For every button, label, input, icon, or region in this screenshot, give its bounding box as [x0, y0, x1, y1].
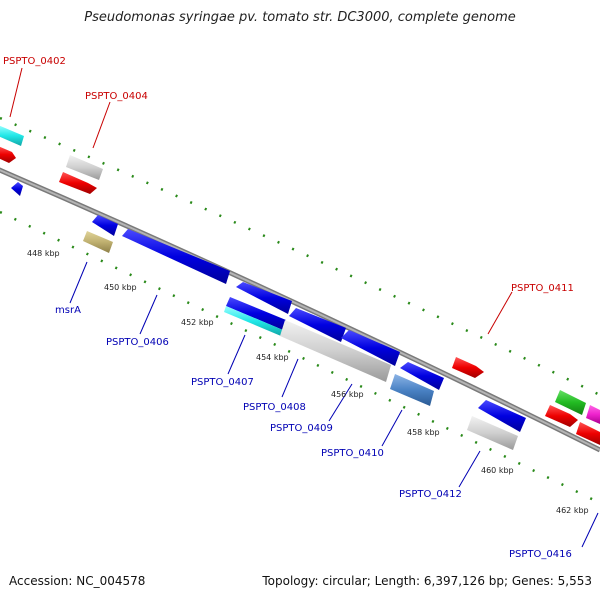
forward-genes: [0, 125, 600, 445]
gene-arrow-red[interactable]: [452, 357, 484, 378]
gene-arrow-grey[interactable]: [467, 416, 518, 450]
reverse-genes: [11, 182, 526, 450]
topology-text: Topology: circular; Length: 6,397,126 bp…: [262, 574, 592, 588]
forward-tick-ring: [0, 116, 600, 397]
gene-arrow-red[interactable]: [576, 422, 600, 445]
scale-label: 448 kbp: [27, 249, 60, 258]
label-leaders: [9, 67, 599, 548]
gene-arrow-red[interactable]: [545, 405, 578, 427]
map-title: Pseudomonas syringae pv. tomato str. DC3…: [84, 10, 516, 25]
gene-label[interactable]: PSPTO_0404: [85, 91, 148, 102]
gene-arrow-blue[interactable]: [92, 215, 118, 236]
gene-arrow-cyan[interactable]: [0, 125, 24, 146]
gene-label[interactable]: PSPTO_0412: [399, 489, 462, 500]
gene-arrow-blue[interactable]: [122, 229, 230, 284]
gene-label[interactable]: msrA: [55, 305, 81, 316]
gene-arrow-magenta[interactable]: [586, 405, 600, 424]
scale-label: 452 kbp: [181, 318, 214, 327]
gene-arrow-blue[interactable]: [11, 182, 23, 196]
gene-arrow-green[interactable]: [555, 390, 586, 415]
gene-label[interactable]: PSPTO_0409: [270, 423, 333, 434]
scale-label: 462 kbp: [556, 506, 589, 515]
scale-label: 454 kbp: [256, 353, 289, 362]
gene-arrow-red[interactable]: [59, 172, 97, 194]
gene-arrow-tan[interactable]: [83, 231, 113, 253]
scale-label: 450 kbp: [104, 283, 137, 292]
gene-label-group: PSPTO_0402 PSPTO_0404 PSPTO_0411 msrA PS…: [3, 56, 574, 560]
gene-arrow-blue[interactable]: [236, 282, 292, 314]
gene-arrow-navy[interactable]: [226, 297, 286, 330]
gene-arrow-blue[interactable]: [478, 400, 526, 432]
reverse-tick-ring: [0, 210, 600, 505]
scale-label: 460 kbp: [481, 466, 514, 475]
scale-label: 456 kbp: [331, 390, 364, 399]
gene-arrow-grey[interactable]: [66, 155, 103, 180]
gene-label[interactable]: PSPTO_0410: [321, 448, 384, 459]
gene-label[interactable]: PSPTO_0416: [509, 549, 572, 560]
scale-label: 458 kbp: [407, 428, 440, 437]
gene-label[interactable]: PSPTO_0407: [191, 377, 254, 388]
gene-arrow-steel[interactable]: [390, 374, 434, 406]
gene-arrow-blue[interactable]: [289, 308, 346, 342]
gene-label[interactable]: PSPTO_0411: [511, 283, 574, 294]
scale-label-group: 448 kbp 450 kbp 452 kbp 454 kbp 456 kbp …: [27, 249, 589, 515]
gene-label[interactable]: PSPTO_0406: [106, 337, 169, 348]
gene-label[interactable]: PSPTO_0402: [3, 56, 66, 67]
gene-arrow-cyan[interactable]: [224, 306, 283, 336]
gene-arrow-blue[interactable]: [400, 362, 444, 390]
gene-label[interactable]: PSPTO_0408: [243, 402, 306, 413]
accession-text: Accession: NC_004578: [9, 574, 146, 588]
gene-arrow-grey[interactable]: [280, 320, 391, 382]
gene-arrow-blue[interactable]: [341, 330, 400, 366]
gene-arrow-red[interactable]: [0, 146, 16, 163]
